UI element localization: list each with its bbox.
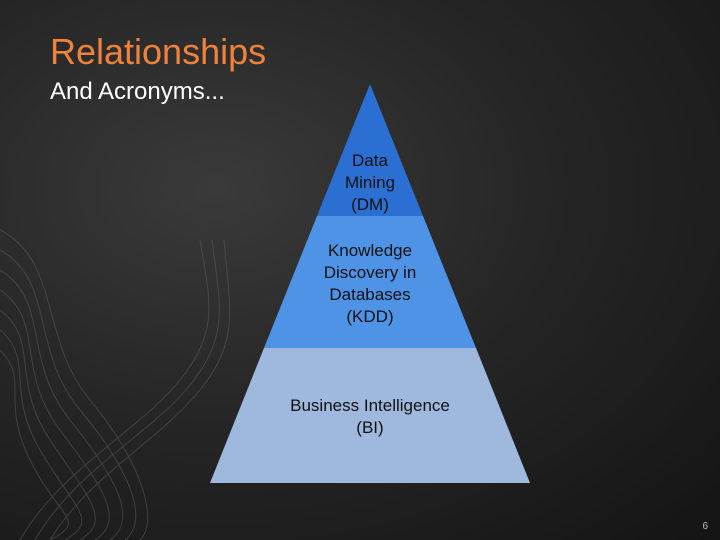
slide-subtitle: And Acronyms...: [50, 78, 225, 105]
label-line: Business Intelligence: [290, 396, 450, 415]
label-line: Discovery in: [323, 263, 417, 282]
label-line: Mining: [344, 173, 396, 192]
label-line: (DM): [351, 195, 389, 214]
pyramid-label-kdd: Knowledge Discovery in Databases (KDD): [280, 240, 460, 328]
label-line: Knowledge: [327, 241, 413, 260]
pyramid-tier-kdd: [264, 216, 476, 348]
page-number: 6: [702, 521, 708, 532]
label-line: (KDD): [346, 307, 394, 326]
pyramid-tier-bi: [210, 348, 530, 483]
pyramid-tier-dm: [317, 84, 423, 216]
label-line: (BI): [356, 418, 384, 437]
pyramid-label-bi: Business Intelligence (BI): [250, 395, 490, 439]
label-line: Databases: [329, 285, 411, 304]
pyramid-label-dm: Data Mining (DM): [310, 150, 430, 216]
slide-title: Relationships: [50, 31, 267, 72]
label-line: Data: [352, 151, 388, 170]
